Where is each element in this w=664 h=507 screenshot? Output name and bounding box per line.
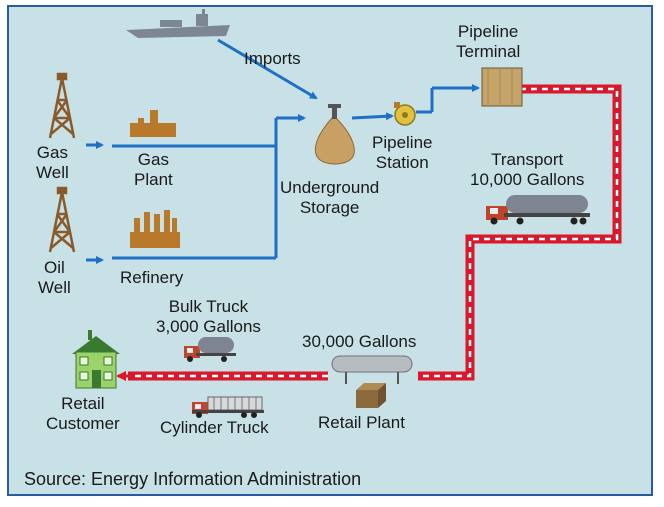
gas-plant-icon [130, 110, 176, 137]
transport-tanker-truck-icon [486, 195, 590, 225]
refinery-label: Refinery [120, 268, 184, 287]
flow-arrows [86, 38, 480, 264]
retail-storage-tank-icon [331, 355, 413, 384]
retail-plant-icon [356, 383, 386, 408]
imports-label: Imports [244, 49, 301, 68]
cylinder-truck-label: Cylinder Truck [160, 418, 269, 437]
pipeline-terminal-icon [481, 67, 523, 107]
retail-tank-capacity-label: 30,000 Gallons [302, 332, 417, 351]
retail-plant-label: Retail Plant [318, 413, 405, 432]
underground-storage-icon [314, 104, 355, 165]
cylinder-truck-icon [192, 396, 264, 418]
pipeline-station-icon [394, 102, 416, 126]
refinery-icon [130, 210, 180, 248]
to-station-arrow [351, 112, 394, 121]
imports-arrow [217, 38, 318, 100]
source-credit: Source: Energy Information Administratio… [24, 469, 362, 489]
gas-well-derrick-icon [48, 72, 76, 139]
house-icon [72, 330, 120, 389]
oil-well-derrick-icon [48, 186, 76, 253]
truck-route [116, 84, 622, 381]
tanker-ship-icon [126, 9, 230, 38]
bulk-truck-icon [184, 337, 236, 362]
